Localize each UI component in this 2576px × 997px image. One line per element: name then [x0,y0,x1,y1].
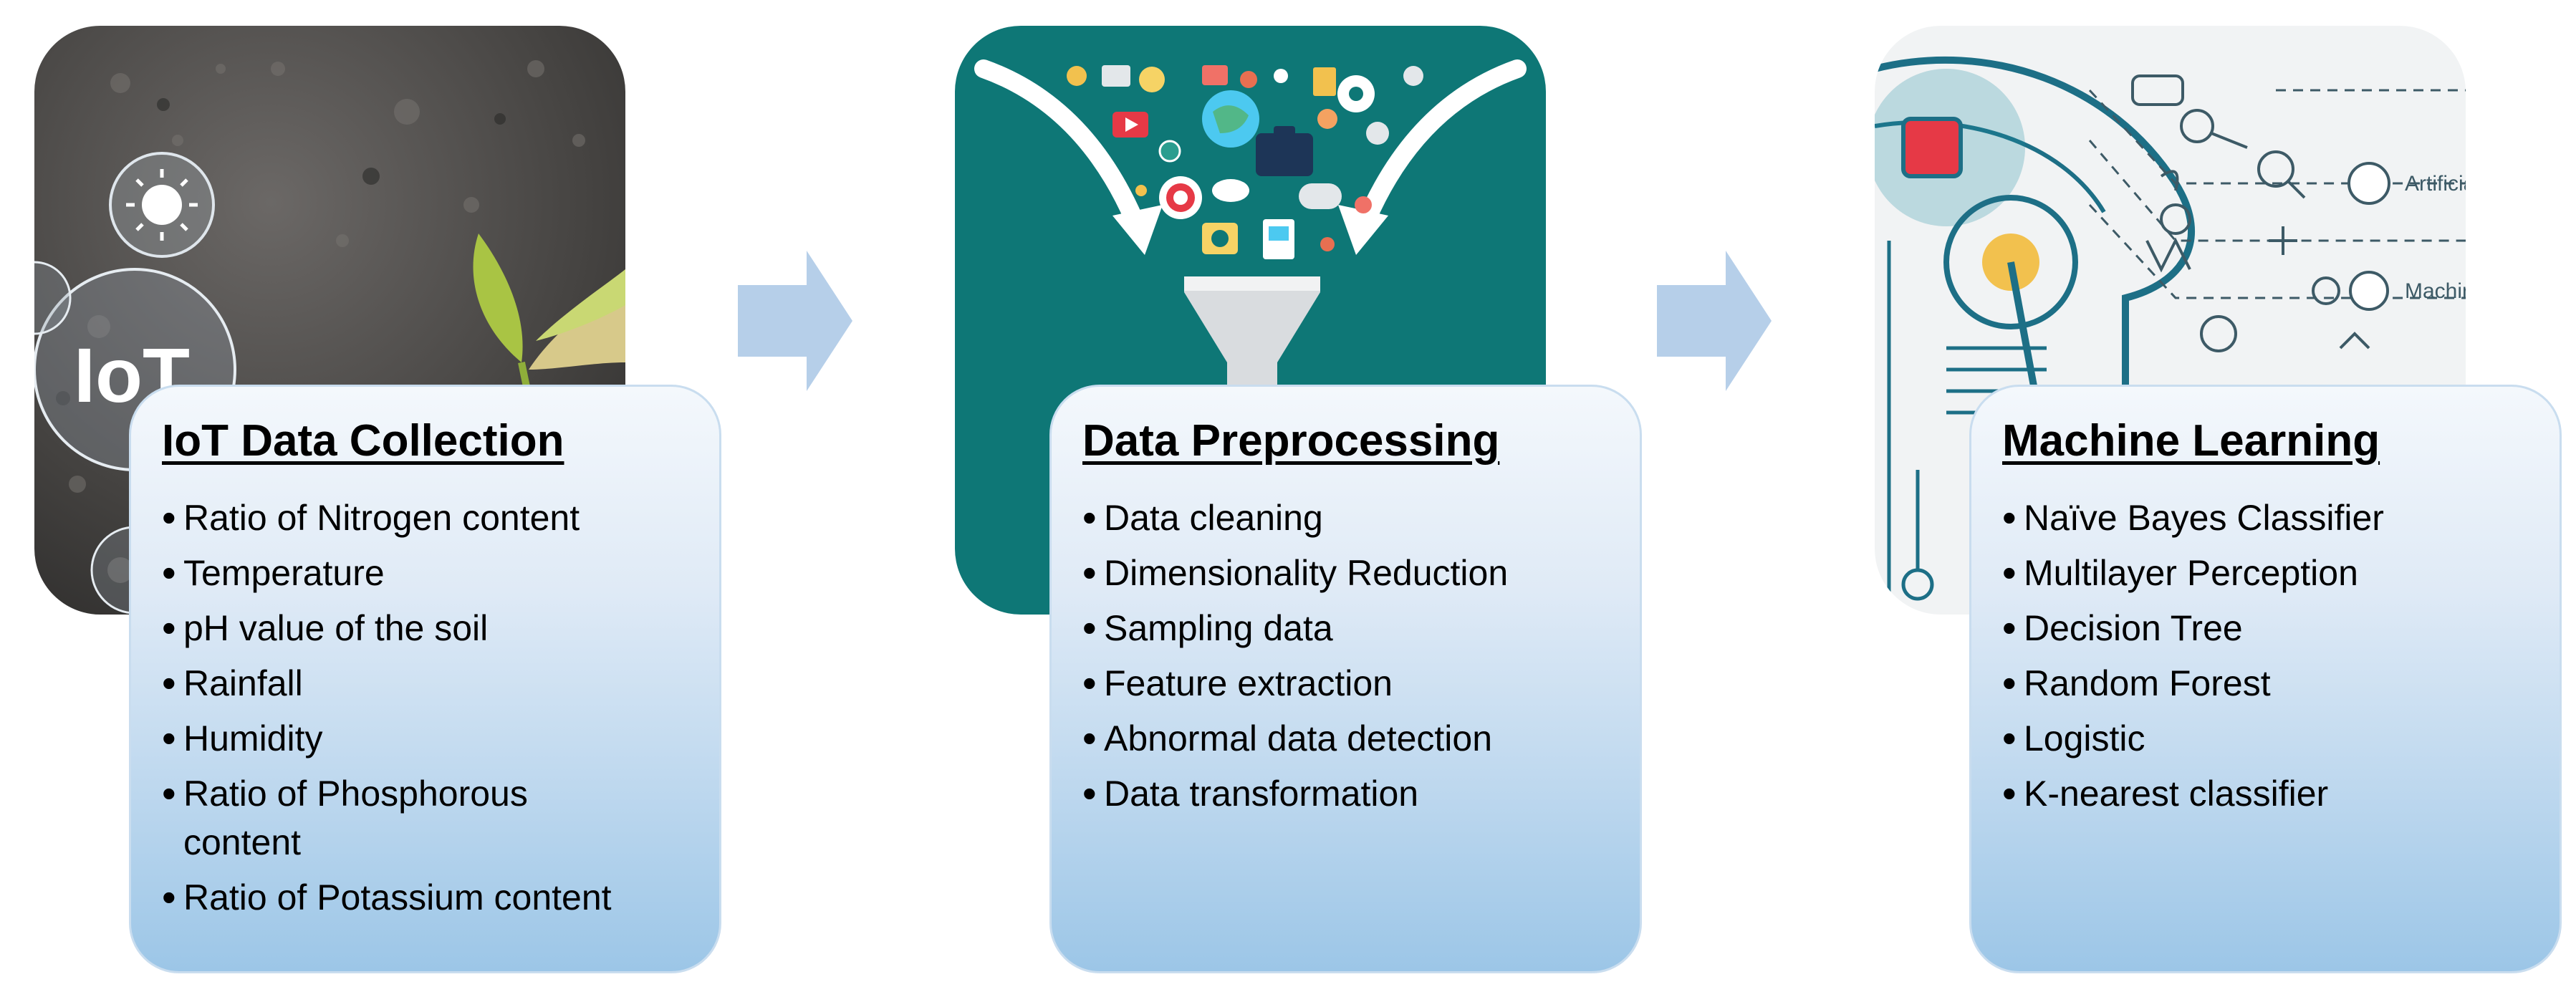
list-item: Naïve Bayes Classifier [2002,493,2554,542]
list-item: Data cleaning [1082,493,1634,542]
card-list: Data cleaning Dimensionality Reduction S… [1082,493,1634,818]
machine-learning-card: Machine Learning Naïve Bayes Classifier … [1969,385,2562,973]
list-item: Ratio of Phosphorous content [162,769,585,867]
card-title: Data Preprocessing [1082,416,1500,466]
data-preprocessing-card: Data Preprocessing Data cleaning Dimensi… [1049,385,1642,973]
list-item: Decision Tree [2002,604,2554,652]
ai-image-label-2: Machin [2405,279,2466,303]
list-item: Ratio of Nitrogen content [162,493,713,542]
list-item: Ratio of Potassium content [162,873,713,922]
card-title: Machine Learning [2002,416,2380,466]
flow-arrow-2 [1657,251,1772,391]
list-item: Feature extraction [1082,659,1634,708]
ai-image-label-1: Artificial In [2405,172,2466,196]
list-item: K-nearest classifier [2002,769,2554,818]
list-item: Data transformation [1082,769,1634,818]
card-list: Ratio of Nitrogen content Temperature pH… [162,493,713,922]
card-list: Naïve Bayes Classifier Multilayer Percep… [2002,493,2554,818]
list-item: Sampling data [1082,604,1634,652]
list-item: Logistic [2002,714,2554,763]
list-item: pH value of the soil [162,604,713,652]
card-title: IoT Data Collection [162,416,564,466]
list-item: Dimensionality Reduction [1082,549,1634,597]
list-item: Rainfall [162,659,713,708]
list-item: Humidity [162,714,713,763]
flow-arrow-1 [738,251,852,391]
list-item: Temperature [162,549,713,597]
iot-data-collection-card: IoT Data Collection Ratio of Nitrogen co… [129,385,721,973]
list-item: Random Forest [2002,659,2554,708]
list-item: Multilayer Perception [2002,549,2554,597]
list-item: Abnormal data detection [1082,714,1634,763]
